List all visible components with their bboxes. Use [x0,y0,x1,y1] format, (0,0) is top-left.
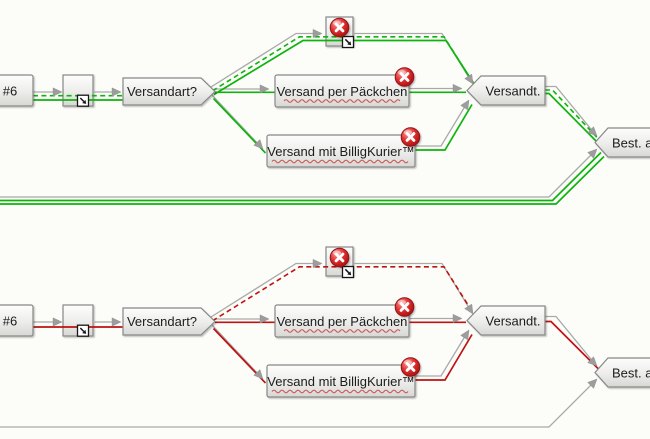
flow-edge [210,32,317,88]
node-label: Versand mit BilligKurier™ [267,374,414,389]
node-label: #6 [3,314,17,329]
subprocess-arrow-icon [76,324,90,337]
node-label: Versandart? [127,314,197,329]
flow-edge [210,262,317,318]
shipping-task-billigkurier-node[interactable] [266,364,416,398]
flow-edge [0,150,596,198]
error-icon[interactable] [330,248,349,267]
flow-edge [211,324,261,377]
covered-edge [545,92,599,144]
covered-edge [545,320,600,371]
node-label: Versandart? [127,84,197,99]
diagram-bottom: #6 Versandart? Versand per Päckchen Vers… [0,246,650,428]
end-node-best[interactable] [594,127,650,158]
error-icon[interactable] [395,298,414,317]
covered-edge [415,104,473,151]
subprocess-arrow-icon [76,94,90,107]
shipping-task-paeckchen-node[interactable] [274,74,410,108]
start-task-node[interactable] [0,74,34,107]
decision-gateway-node[interactable] [122,77,216,106]
shipping-task-billigkurier-node[interactable] [266,134,416,168]
coverage-paths-red [33,266,600,384]
flow-edge [545,85,596,135]
node-label: #6 [3,84,17,99]
arrowhead-icon [52,317,63,327]
node-label: Best. a [612,366,650,381]
error-icon[interactable] [401,128,420,147]
merge-node-versandt[interactable] [466,305,546,336]
node-label: Versand mit BilligKurier™ [267,144,414,159]
flow-edge [211,94,261,147]
covered-edge-dashed [545,89,600,140]
subprocess-arrow-icon [341,265,355,279]
error-icon[interactable] [395,68,414,87]
arrowhead-icon [452,314,463,323]
node-label: Versand per Päckchen [277,314,408,329]
flow-edge [415,332,468,377]
covered-edge [415,334,473,381]
shipping-task-paeckchen-node[interactable] [274,304,410,338]
diagram-top: #6 Versandart? Versand per Päckchen Vers… [0,16,650,205]
node-label: Best. a [612,136,650,151]
node-label: Versandt. [486,84,541,99]
error-icon[interactable] [401,358,420,377]
arrowhead-icon [587,356,601,370]
connectors-gray [0,262,596,428]
node-label: Versand per Päckchen [277,84,408,99]
flow-edge [0,380,596,428]
arrowhead-icon [111,317,122,327]
arrowhead-icon [452,84,463,93]
connectors-gray [0,32,596,198]
covered-edge [0,155,605,205]
flow-edge [415,102,468,147]
end-node-best[interactable] [594,357,650,388]
node-label: Versandt. [486,314,541,329]
flow-edge [545,315,596,365]
start-task-node[interactable] [0,304,34,337]
merge-node-versandt[interactable] [466,75,546,106]
coverage-paths-green [0,36,605,205]
covered-edge-dashed [212,266,476,322]
decision-gateway-node[interactable] [122,307,216,336]
subprocess-arrow-icon [341,35,355,49]
error-icon[interactable] [330,18,349,37]
covered-edge-dashed [212,36,476,92]
covered-edge [0,151,602,202]
